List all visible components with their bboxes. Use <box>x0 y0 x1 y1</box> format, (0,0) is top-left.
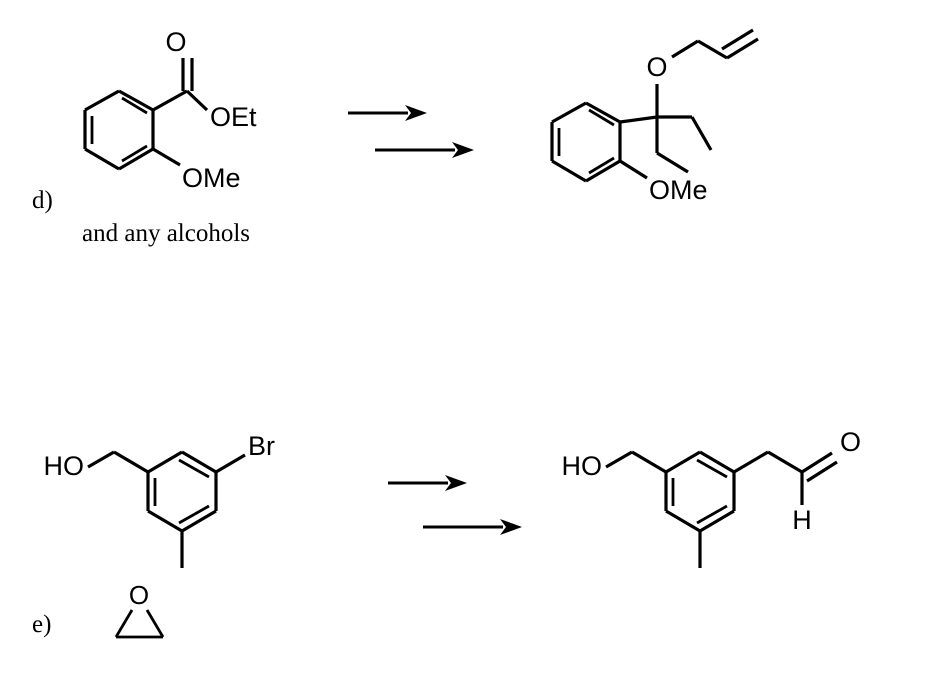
part-e-product: HO O H <box>540 400 920 590</box>
part-d-note: and any alcohols <box>82 220 251 247</box>
bond-ring-to-ch2-e-sm <box>113 450 149 474</box>
atom-label-ether-oxygen: O <box>646 52 667 82</box>
benzene-ring-d-prod <box>550 101 622 183</box>
reaction-arrow-d-2 <box>375 142 474 158</box>
atom-label-ome-d-sm: OMe <box>182 163 241 193</box>
benzene-ring-e-prod <box>664 450 736 533</box>
part-e-reaction-arrows <box>385 465 555 545</box>
atom-label-aldehyde-hydrogen: H <box>792 505 812 535</box>
bond-ch2-to-oh-e-prod <box>605 450 633 469</box>
atom-label-ome-d-prod: OMe <box>649 175 708 205</box>
carbonyl-double-bond-d <box>181 58 194 91</box>
reaction-arrow-e-2 <box>423 519 522 535</box>
bond-ch2-to-cho <box>767 450 803 474</box>
bond-allyl-ch2-to-ch <box>697 39 728 60</box>
part-e-reagent-epoxide: O <box>105 580 185 650</box>
bond-ring-to-br <box>215 453 246 474</box>
epoxide-triangle <box>114 609 165 639</box>
atom-label-ho-e-prod: HO <box>562 451 603 481</box>
part-e-starting-material: HO Br <box>0 400 340 590</box>
atom-label-br: Br <box>248 431 275 461</box>
bond-ethyl2-b <box>656 151 689 174</box>
bond-ethyl1-b <box>690 116 713 151</box>
atom-label-aldehyde-oxygen: O <box>840 427 861 457</box>
atom-label-carbonyl-oxygen: O <box>165 27 186 57</box>
bond-ring-to-carbonyl <box>152 89 188 112</box>
part-d-reaction-arrows <box>345 95 505 165</box>
reaction-arrow-e-1 <box>388 475 467 491</box>
benzene-ring-e-sm <box>146 450 218 533</box>
bond-ring-to-ome-d-sm <box>152 147 181 167</box>
bond-ring-to-ch2-aldehyde <box>733 450 769 474</box>
reaction-arrow-d-1 <box>348 105 427 121</box>
bond-ring-to-quaternary <box>619 115 658 124</box>
part-label-e: e) <box>32 611 52 638</box>
benzene-ring-d-sm <box>83 89 155 171</box>
atom-label-epoxide-oxygen: O <box>129 580 149 610</box>
bond-carbonyl-to-oet <box>185 89 209 112</box>
part-d-starting-material: O OEt OMe <box>0 0 340 220</box>
allyl-terminal-alkene <box>721 28 759 60</box>
atom-label-ho-e-sm: HO <box>44 451 85 481</box>
bond-ring-to-ch2-e-prod <box>631 450 667 474</box>
aldehyde-carbonyl-double-bond <box>801 451 838 483</box>
bond-ether-o-to-allyl-ch2 <box>671 39 699 59</box>
part-label-d: d) <box>32 187 53 214</box>
bond-ch2-to-oh-e-sm <box>87 450 115 469</box>
bond-ring-to-ome-d-prod <box>619 159 648 180</box>
atom-label-oet: OEt <box>210 102 257 132</box>
part-d-product: O OMe <box>520 0 920 230</box>
